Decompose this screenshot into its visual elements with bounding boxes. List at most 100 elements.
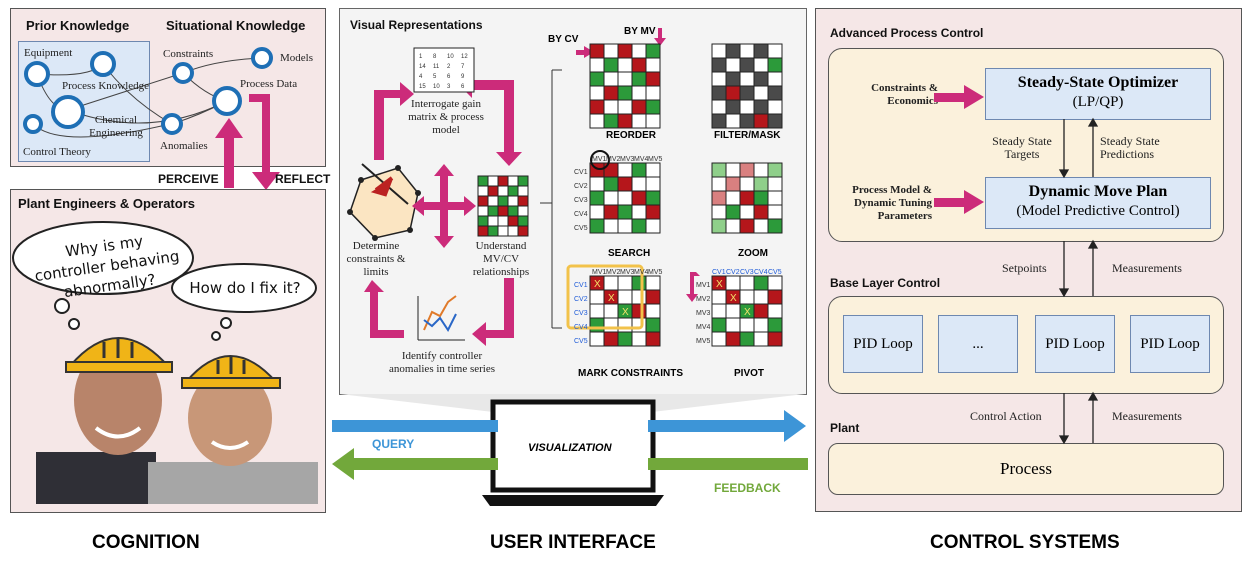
measurements-label-1: Measurements	[1112, 261, 1182, 275]
axis-label: MV5	[648, 156, 663, 163]
axis-label: CV1	[712, 269, 726, 276]
step-identify-anomalies: Identify controller anomalies in time se…	[389, 350, 495, 375]
search-label: SEARCH	[608, 248, 651, 259]
pid-loop-3[interactable]: PID Loop	[1130, 315, 1210, 373]
by-mv-label: BY MV	[624, 26, 656, 37]
step-understand-relationships: Understand MV/CV relationships	[472, 240, 530, 278]
filter-grid	[711, 43, 783, 129]
axis-label: CV4	[574, 211, 588, 218]
relationships-grid	[477, 175, 529, 237]
gain-matrix-value: 4	[419, 74, 423, 80]
ss-predictions-label: Steady State Predictions	[1100, 134, 1160, 161]
gain-matrix-value: 1	[419, 54, 423, 60]
gain-matrix-value: 9	[461, 74, 465, 80]
pid-loop-1[interactable]: PID Loop	[843, 315, 923, 373]
axis-label: MV5	[648, 269, 663, 276]
measurements-label-2: Measurements	[1112, 409, 1182, 423]
axis-label: CV5	[574, 225, 588, 232]
constraint-mark-icon: X	[730, 293, 737, 304]
constraint-mark-icon: X	[744, 307, 751, 318]
axis-label: CV2	[574, 296, 588, 303]
axis-label: CV5	[768, 269, 782, 276]
control-action-label: Control Action	[970, 409, 1042, 423]
axis-label: CV1	[574, 169, 588, 176]
process-box[interactable]: Process	[828, 443, 1224, 495]
plant-title: Plant	[830, 421, 860, 435]
step-interrogate-gain: Interrogate gain matrix & process model	[408, 98, 484, 136]
optimizer-title: Steady-State Optimizer	[1017, 74, 1179, 91]
situational-knowledge-title: Situational Knowledge	[166, 18, 306, 33]
gain-matrix-value: 14	[419, 64, 426, 70]
query-label: QUERY	[372, 437, 415, 451]
gain-matrix-value: 6	[447, 74, 451, 80]
axis-label: MV3	[620, 156, 635, 163]
steady-state-optimizer[interactable]: Steady-State Optimizer (LP/QP)	[985, 68, 1211, 120]
visual-representations-title: Visual Representations	[350, 18, 483, 32]
reflect-label: REFLECT	[275, 172, 331, 186]
filter-mask-label: FILTER/MASK	[714, 130, 781, 141]
node-equipment: Equipment	[24, 47, 73, 59]
search-magnifier-icon	[590, 150, 610, 170]
control-systems-label: CONTROL SYSTEMS	[930, 532, 1120, 553]
gain-matrix-value: 12	[461, 54, 468, 60]
gain-matrix-value: 10	[433, 84, 440, 90]
axis-label: CV3	[574, 197, 588, 204]
optimizer-subtitle: (LP/QP)	[1072, 94, 1124, 110]
axis-label: CV4	[754, 269, 768, 276]
axis-label: MV2	[696, 296, 711, 303]
gain-matrix-value: 2	[447, 64, 451, 70]
reorder-grid	[589, 43, 661, 129]
zoom-grid	[711, 162, 783, 234]
constraint-highlight	[566, 264, 644, 330]
node-models: Models	[280, 52, 313, 64]
axis-label: CV2	[574, 183, 588, 190]
axis-label: MV3	[696, 310, 711, 317]
pivot-grid	[711, 275, 783, 347]
gain-matrix-value: 10	[447, 54, 454, 60]
process-model-label: Process Model & Dynamic Tuning Parameter…	[852, 184, 932, 222]
perceive-label: PERCEIVE	[158, 172, 219, 186]
dynamic-move-plan[interactable]: Dynamic Move Plan (Model Predictive Cont…	[985, 177, 1211, 229]
reorder-label: REORDER	[606, 130, 657, 141]
pivot-label: PIVOT	[734, 368, 765, 379]
dmp-subtitle: (Model Predictive Control)	[1016, 203, 1180, 219]
gain-matrix-value: 8	[433, 54, 437, 60]
axis-label: MV2	[606, 269, 621, 276]
search-grid	[589, 162, 661, 234]
mark-constraints-grid	[589, 275, 661, 347]
node-control-theory: Control Theory	[23, 146, 91, 158]
setpoints-label: Setpoints	[1002, 261, 1047, 275]
axis-label: CV4	[574, 324, 588, 331]
axis-label: MV3	[620, 269, 635, 276]
apc-title: Advanced Process Control	[830, 26, 984, 40]
axis-label: MV2	[606, 156, 621, 163]
base-layer-title: Base Layer Control	[830, 276, 941, 290]
ss-targets-label: Steady State Targets	[992, 134, 1052, 161]
user-interface-label: USER INTERFACE	[490, 532, 656, 553]
zoom-label: ZOOM	[738, 248, 768, 259]
node-anomalies: Anomalies	[160, 140, 208, 152]
node-process-data: Process Data	[240, 78, 298, 90]
axis-label: MV4	[696, 324, 711, 331]
constraint-mark-icon: X	[594, 279, 601, 290]
constraint-mark-icon: X	[622, 307, 629, 318]
engineers-title: Plant Engineers & Operators	[18, 196, 195, 211]
axis-label: CV2	[726, 269, 740, 276]
axis-label: CV5	[574, 338, 588, 345]
gain-matrix-value: 6	[461, 84, 465, 90]
gain-matrix-value: 3	[447, 84, 451, 90]
axis-label: MV1	[592, 269, 607, 276]
prior-knowledge-box	[18, 41, 150, 162]
axis-label: CV3	[574, 310, 588, 317]
node-process-knowledge: Process Knowledge	[62, 80, 150, 92]
constraints-economics-label: Constraints & Economics	[871, 82, 938, 107]
pid-ellipsis: ...	[938, 315, 1018, 373]
axis-label: MV4	[634, 156, 649, 163]
axis-label: MV5	[696, 338, 711, 345]
feedback-label: FEEDBACK	[714, 481, 781, 495]
pid-loop-2[interactable]: PID Loop	[1035, 315, 1115, 373]
